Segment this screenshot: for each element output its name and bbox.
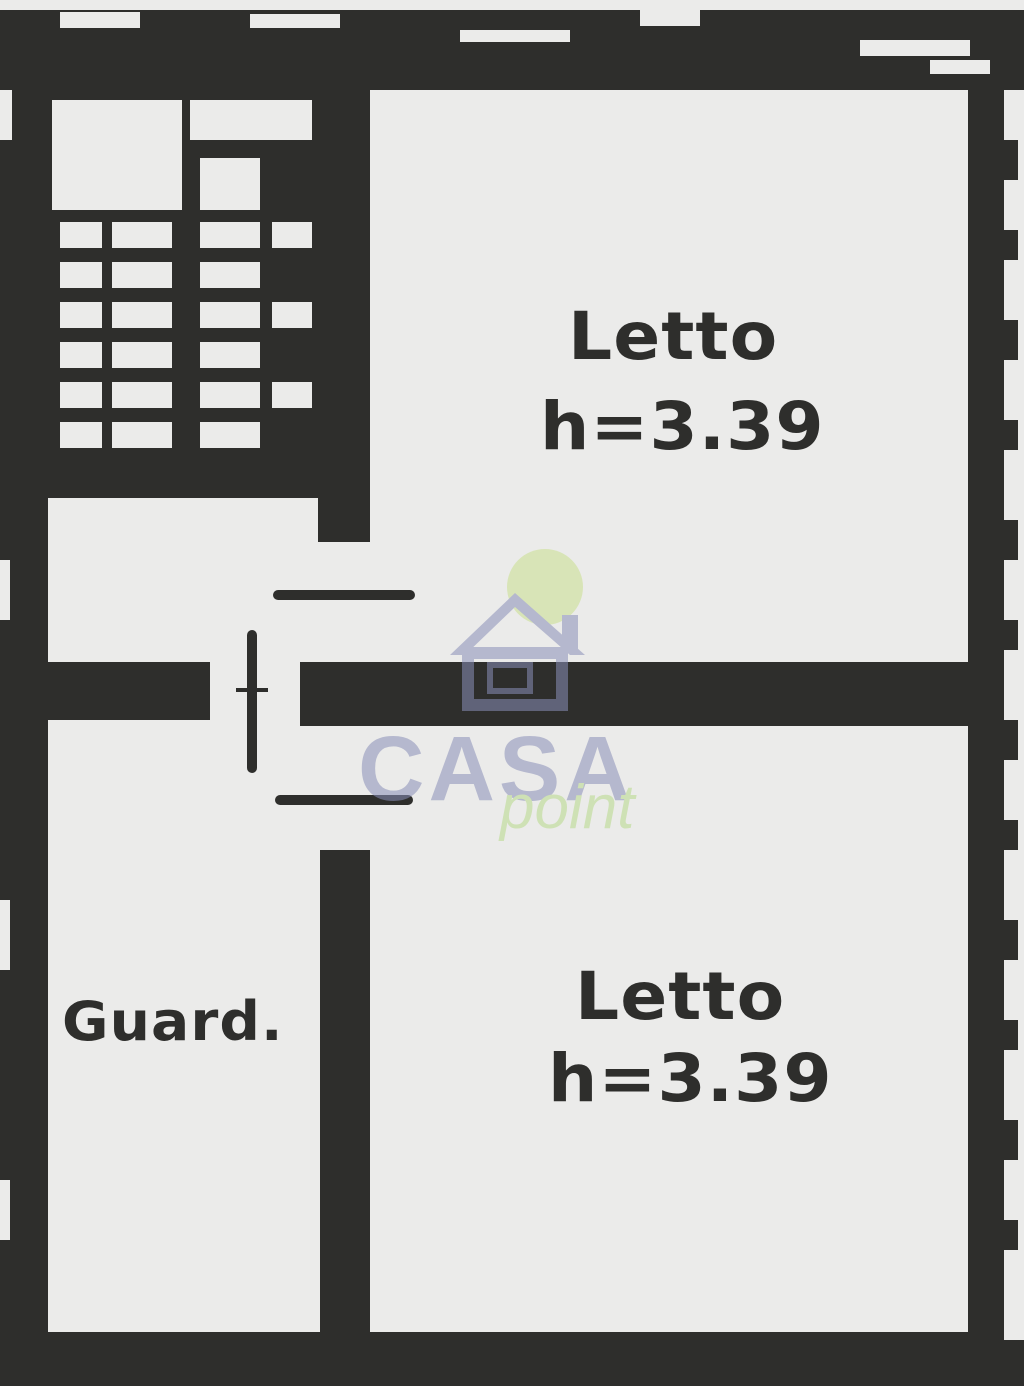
- house-logo-icon: [450, 549, 585, 711]
- wall-top: [0, 0, 1024, 90]
- right-hatching-marks: [1004, 140, 1018, 1250]
- staircase: [48, 90, 318, 470]
- wall-horizontal-right: [300, 662, 1000, 726]
- bedroom-top-name: Letto: [568, 298, 779, 375]
- door-symbol: [247, 590, 415, 805]
- left-edge-notches: [0, 90, 12, 1240]
- wall-partition-lower: [320, 850, 370, 1340]
- wall-partition-upper: [318, 90, 370, 542]
- top-edge-notches: [0, 0, 1024, 74]
- bedroom-bottom-height: h=3.39: [548, 1040, 833, 1117]
- wall-left: [0, 90, 48, 1386]
- wall-bottom: [0, 1332, 1024, 1386]
- watermark: CASA point: [350, 545, 680, 845]
- bedroom-top-height: h=3.39: [540, 388, 825, 465]
- wall-horizontal-left: [40, 662, 210, 720]
- watermark-sub: point: [500, 773, 635, 842]
- wall-stair-base: [40, 470, 330, 498]
- watermark-brand: CASA: [358, 718, 635, 820]
- bedroom-bottom-name: Letto: [575, 958, 786, 1035]
- closet-name: Guard.: [62, 990, 284, 1053]
